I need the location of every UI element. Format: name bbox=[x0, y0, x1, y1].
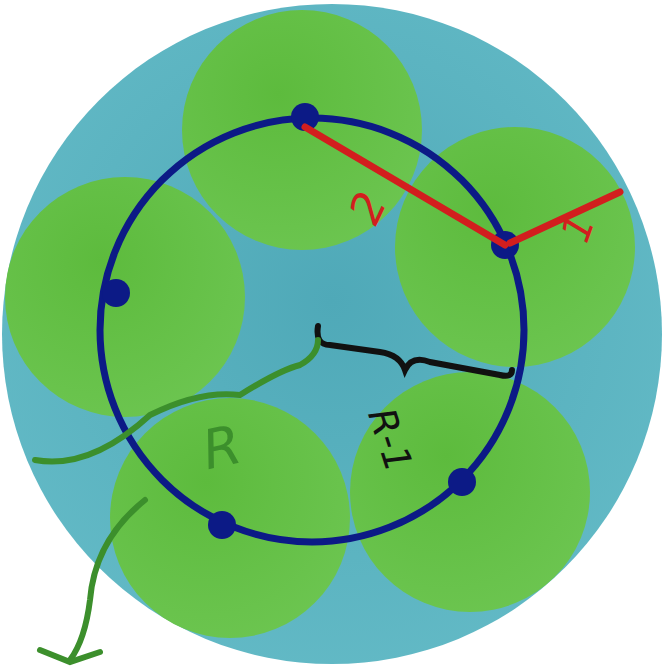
brace bbox=[318, 326, 513, 376]
center-ring bbox=[100, 118, 524, 542]
center-dots bbox=[102, 103, 519, 539]
green-leaders bbox=[35, 340, 318, 662]
outer-circle bbox=[2, 4, 662, 664]
small-circles bbox=[5, 10, 635, 638]
